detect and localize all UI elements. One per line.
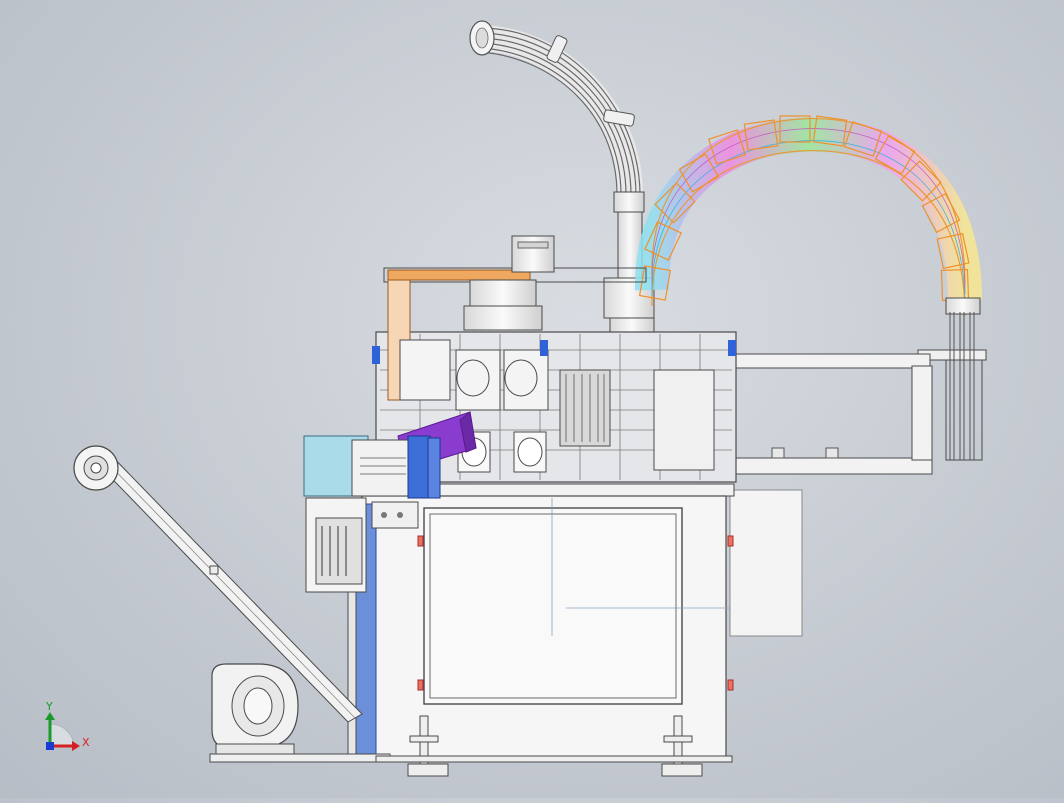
- feed-chute-side: [459, 411, 477, 453]
- blue-sensor: [372, 340, 736, 364]
- hose-end-cap: [469, 20, 495, 56]
- hose-clamp-1: [546, 35, 568, 63]
- z-axis-marker: [46, 742, 54, 750]
- arc-support-bracket: [917, 297, 987, 461]
- side-guard-edge: [347, 589, 357, 757]
- arc-conveyor: [634, 115, 982, 317]
- cabinet-door[interactable]: [423, 507, 683, 705]
- door-hinge: [417, 535, 734, 691]
- rear-side-panel: [729, 489, 803, 637]
- y-axis-label: Y: [46, 700, 53, 713]
- paper-feed-arm: [73, 445, 363, 723]
- rail-knob: [771, 447, 839, 459]
- output-rail: [733, 353, 933, 475]
- flexible-hose: [479, 25, 643, 196]
- hose-clamp-2: [603, 109, 635, 127]
- leveling-foot: [407, 715, 703, 777]
- drive-motor: [303, 435, 441, 593]
- top-plate: [387, 269, 531, 281]
- coordinate-triad: [45, 712, 80, 751]
- top-cylinder: [463, 235, 555, 331]
- forming-molds: [399, 339, 715, 473]
- x-axis-label: X: [82, 736, 90, 749]
- vacuum-blower: [211, 663, 299, 755]
- base-plate-right: [375, 755, 733, 763]
- base-plate: [209, 753, 391, 763]
